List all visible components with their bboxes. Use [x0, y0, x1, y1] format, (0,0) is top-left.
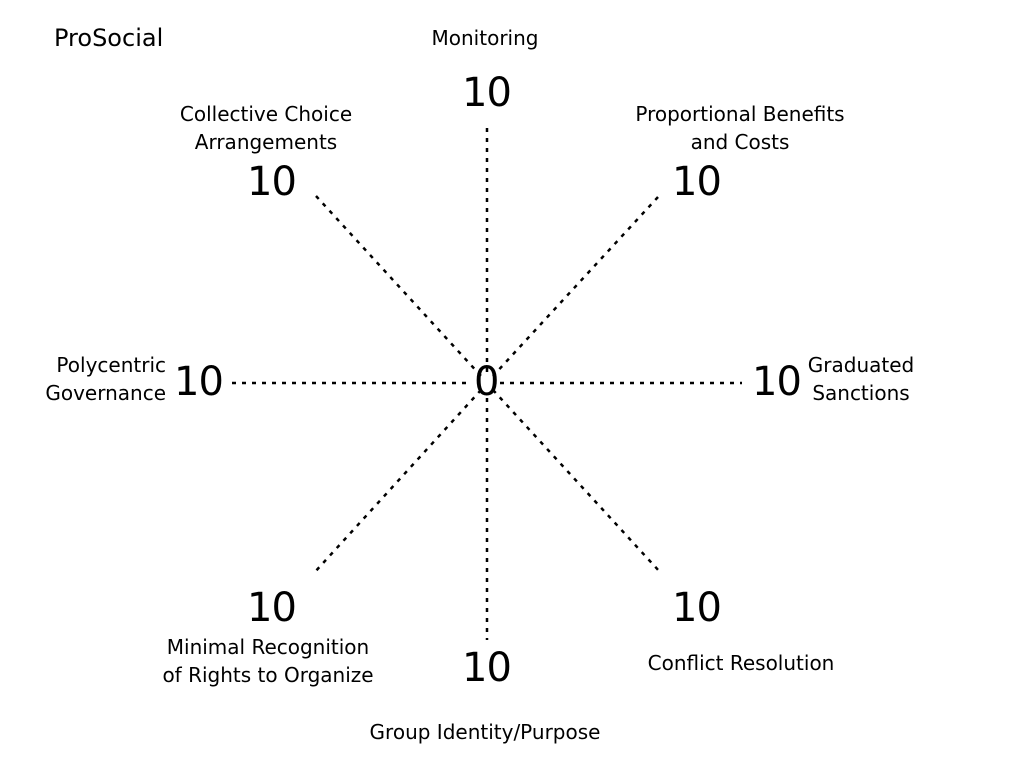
axis-label-graduated: Graduated Sanctions	[800, 351, 922, 407]
spoke-proportional	[492, 196, 659, 377]
axis-label-line: Arrangements	[194, 130, 338, 154]
axis-label-line: Polycentric	[56, 353, 166, 377]
axis-label-line: Monitoring	[431, 26, 539, 50]
axis-value-polycentric: 10	[174, 359, 224, 405]
axis-value-collective: 10	[247, 159, 297, 205]
axis-label-line: Sanctions	[812, 381, 910, 405]
axis-label-proportional: Proportional Benefits and Costs	[626, 100, 854, 156]
axis-label-monitoring: Monitoring	[384, 24, 586, 52]
axis-value-graduated: 10	[752, 359, 802, 405]
axis-label-line: Conflict Resolution	[647, 651, 835, 675]
axis-label-group-identity: Group Identity/Purpose	[354, 718, 616, 746]
spoke-collective	[315, 195, 482, 377]
axis-label-minimal: Minimal Recognition of Rights to Organiz…	[148, 633, 388, 689]
axis-label-line: and Costs	[690, 130, 790, 154]
axis-value-monitoring: 10	[462, 70, 512, 116]
axis-label-line: Group Identity/Purpose	[369, 720, 601, 744]
center-value: 0	[474, 359, 499, 405]
axis-value-conflict: 10	[672, 585, 722, 631]
axis-value-proportional: 10	[672, 159, 722, 205]
axis-value-group-identity: 10	[462, 645, 512, 691]
slide-title: ProSocial	[54, 24, 164, 52]
axis-label-line: Proportional Benefits	[635, 102, 845, 126]
axis-label-conflict: Conflict Resolution	[636, 649, 846, 677]
axis-value-minimal: 10	[247, 585, 297, 631]
axis-label-line: Graduated	[807, 353, 915, 377]
spoke-minimal	[313, 389, 482, 574]
axis-label-line: Minimal Recognition	[166, 635, 370, 659]
spoke-conflict	[492, 389, 661, 573]
axis-label-polycentric: Polycentric Governance	[26, 351, 166, 407]
axis-label-line: of Rights to Organize	[162, 663, 374, 687]
axis-label-line: Governance	[45, 381, 166, 405]
axis-label-line: Collective Choice	[179, 102, 353, 126]
axis-label-collective: Collective Choice Arrangements	[160, 100, 372, 156]
